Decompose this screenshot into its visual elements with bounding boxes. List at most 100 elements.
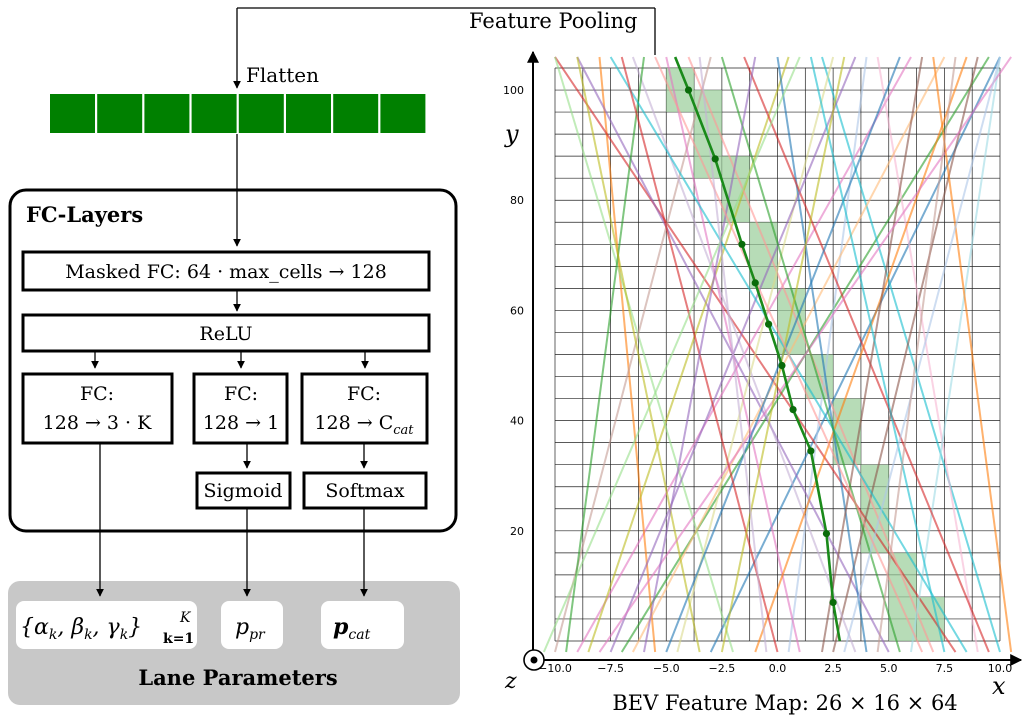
- lane-curve: [673, 56, 842, 642]
- candidate-line: [910, 56, 1001, 653]
- x-tick-label: 0.0: [769, 662, 787, 675]
- flatten-cell: [191, 94, 237, 133]
- param-presence-box: [221, 601, 283, 649]
- candidate-line: [720, 56, 846, 653]
- candidate-line: [743, 56, 990, 653]
- bev-axis-ticks: −10.0 −7.5 −5.0 −2.5 0.0 2.5 5.0 7.5 10.0 20 40 60 8…: [503, 84, 1012, 675]
- param-category-box: [321, 601, 404, 649]
- relu-block: [21, 313, 431, 353]
- y-tick-label: 40: [510, 415, 524, 428]
- lane-parameters-title: Lane Parameters: [138, 665, 337, 690]
- feature-pooling-label: Feature Pooling: [469, 9, 637, 33]
- flatten-vector: [50, 94, 426, 133]
- bev-feature-map-plot: −10.0 −7.5 −5.0 −2.5 0.0 2.5 5.0 7.5 10.0 20 40 60 8…: [503, 56, 1013, 675]
- fc-head-presence-bottom: 128 → 1: [203, 412, 279, 434]
- candidate-line: [565, 56, 645, 653]
- bev-selected-lane: [673, 56, 842, 642]
- highlight-cell: [749, 222, 778, 245]
- candidate-line: [821, 56, 924, 653]
- candidate-line: [832, 56, 979, 653]
- y-tick-label: 60: [510, 304, 524, 317]
- flatten-cell: [144, 94, 190, 133]
- fc-head-lane-params: [21, 372, 174, 445]
- candidate-line: [698, 56, 768, 653]
- y-tick-label: 20: [510, 525, 524, 538]
- param-curve-label: {αk, βk, γk}: [20, 615, 142, 643]
- y-tick-label: 80: [510, 194, 524, 207]
- lane-point: [751, 279, 759, 287]
- param-curve-range: k=1: [163, 631, 194, 647]
- candidate-line: [643, 56, 757, 653]
- lane-point: [822, 529, 831, 538]
- x-tick-label: −7.5: [597, 662, 624, 675]
- relu-to-heads-arrows: [91, 351, 369, 369]
- y-axis-label: y: [504, 120, 519, 148]
- softmax-block: [302, 471, 428, 510]
- candidate-line: [598, 56, 657, 653]
- fc-layers-box: [8, 188, 458, 533]
- candidate-line: [587, 56, 790, 653]
- lane-point: [711, 155, 719, 163]
- candidate-line: [542, 56, 801, 653]
- z-axis-label: z: [504, 669, 517, 694]
- candidate-line: [554, 56, 712, 653]
- x-tick-label: 7.5: [936, 662, 954, 675]
- candidate-line: [709, 56, 1001, 653]
- fc-layers-title: FC-Layers: [26, 202, 143, 227]
- to-lane-parameters-arrows: [96, 443, 368, 597]
- highlight-cell: [694, 134, 722, 157]
- fc-head-category-top: FC:: [347, 383, 381, 405]
- candidate-line: [754, 56, 968, 653]
- flatten-cell: [50, 94, 95, 133]
- sigmoid-label: Sigmoid: [204, 480, 283, 502]
- candidate-line: [821, 56, 1001, 653]
- relu-label: ReLU: [199, 323, 252, 345]
- fc-to-activation-arrows: [243, 443, 368, 469]
- softmax-label: Softmax: [325, 480, 404, 502]
- flatten-label: Flatten: [246, 63, 319, 87]
- flatten-cell: [380, 94, 426, 133]
- x-tick-label: 5.0: [880, 662, 898, 675]
- bev-caption: BEV Feature Map: 26 × 16 × 64: [612, 691, 957, 715]
- candidate-line: [932, 56, 1013, 653]
- param-category-label: pcat: [333, 614, 371, 643]
- highlight-cell: [860, 464, 889, 487]
- z-axis-dot: [530, 656, 538, 664]
- x-axis-label: x: [992, 672, 1006, 700]
- lane-point: [807, 447, 815, 455]
- fc-head-category: [300, 372, 429, 445]
- lane-point: [684, 86, 693, 94]
- fc-head-lane-params-top: FC:: [80, 383, 114, 405]
- feature-pooling-connector: [233, 7, 656, 89]
- x-tick-label: −2.5: [709, 662, 736, 675]
- fc-head-presence: [192, 372, 289, 445]
- bev-candidate-lines: [542, 56, 1013, 653]
- sigmoid-block: [195, 471, 292, 510]
- candidate-line: [787, 56, 868, 653]
- fc-head-lane-params-bottom: 128 → 3 · K: [43, 412, 152, 434]
- flatten-cell: [286, 94, 331, 133]
- fc-head-presence-top: FC:: [224, 383, 258, 405]
- lane-point: [829, 598, 837, 607]
- x-tick-label: −5.0: [653, 662, 680, 675]
- masked-fc-block: [21, 250, 431, 292]
- highlight-cell: [777, 288, 806, 311]
- candidate-line: [876, 56, 957, 653]
- candidate-line: [876, 56, 979, 653]
- highlight-cell: [721, 156, 750, 179]
- param-presence-label: ppr: [235, 615, 266, 643]
- flatten-cell: [333, 94, 379, 133]
- candidate-line: [809, 56, 946, 653]
- candidate-line: [654, 56, 924, 653]
- candidate-line: [676, 56, 835, 653]
- flatten-cell: [97, 94, 143, 133]
- param-curve-sup: K: [179, 610, 192, 626]
- lane-point: [778, 361, 786, 370]
- x-tick-label: 2.5: [824, 662, 842, 675]
- x-tick-label: −10.0: [538, 662, 572, 675]
- masked-fc-label: Masked FC: 64 · max_cells → 128: [65, 261, 387, 283]
- x-tick-label: 10.0: [988, 662, 1013, 675]
- fc-head-category-bottom: 128 → Ccat: [314, 412, 414, 438]
- candidate-line: [843, 56, 1001, 653]
